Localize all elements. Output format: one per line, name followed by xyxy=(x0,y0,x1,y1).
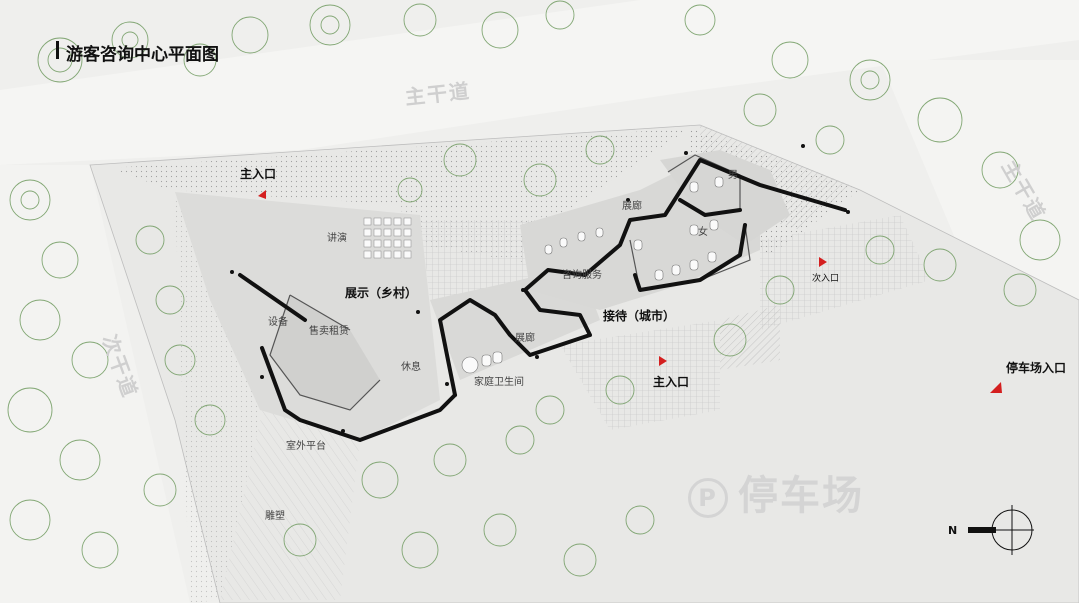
label-family-restroom: 家庭卫生间 xyxy=(474,377,524,388)
label-equipment: 设备 xyxy=(268,317,288,328)
north-compass xyxy=(968,505,1034,555)
label-gallery-west: 展廊 xyxy=(515,333,535,344)
page-title: 游客咨询中心平面图 xyxy=(66,45,219,65)
label-main-entrance-s: 主入口 xyxy=(653,375,690,389)
secondary-entrance-marker xyxy=(819,257,827,267)
label-female: 女 xyxy=(698,227,708,238)
label-exhibition-village: 展示（乡村） xyxy=(345,286,418,300)
road-label-main-north: 主干道 xyxy=(403,78,473,110)
label-secondary-entrance: 次入口 xyxy=(812,274,840,284)
parking-text: 停车场 xyxy=(738,473,864,519)
compass-north-label: N xyxy=(948,524,958,537)
label-main-entrance-nw: 主入口 xyxy=(240,167,277,181)
main-entrance-nw-marker xyxy=(258,190,266,199)
label-outdoor-platform: 室外平台 xyxy=(286,441,326,452)
label-gallery-north: 展廊 xyxy=(622,201,642,212)
building-walls xyxy=(238,158,847,442)
restroom-fixtures xyxy=(461,176,724,374)
label-male: 男 xyxy=(728,170,738,181)
structural-columns xyxy=(230,144,850,433)
title-accent-bar xyxy=(56,41,59,59)
parking-icon: P xyxy=(688,478,728,518)
trees xyxy=(7,0,1061,577)
main-entrance-s-marker xyxy=(659,356,667,366)
parking-entrance-marker xyxy=(990,382,1002,393)
entrance-markers xyxy=(258,190,1002,393)
label-consultation-service: 咨询服务 xyxy=(562,270,602,281)
label-rest: 休息 xyxy=(401,362,421,373)
label-reception-city: 接待（城市） xyxy=(603,309,676,323)
label-lecture: 讲演 xyxy=(327,233,347,244)
label-sale-rental: 售卖租赁 xyxy=(309,326,349,337)
lecture-seating xyxy=(363,217,412,259)
label-parking-entrance: 停车场入口 xyxy=(1006,361,1067,375)
label-sculpture: 雕塑 xyxy=(265,511,285,522)
